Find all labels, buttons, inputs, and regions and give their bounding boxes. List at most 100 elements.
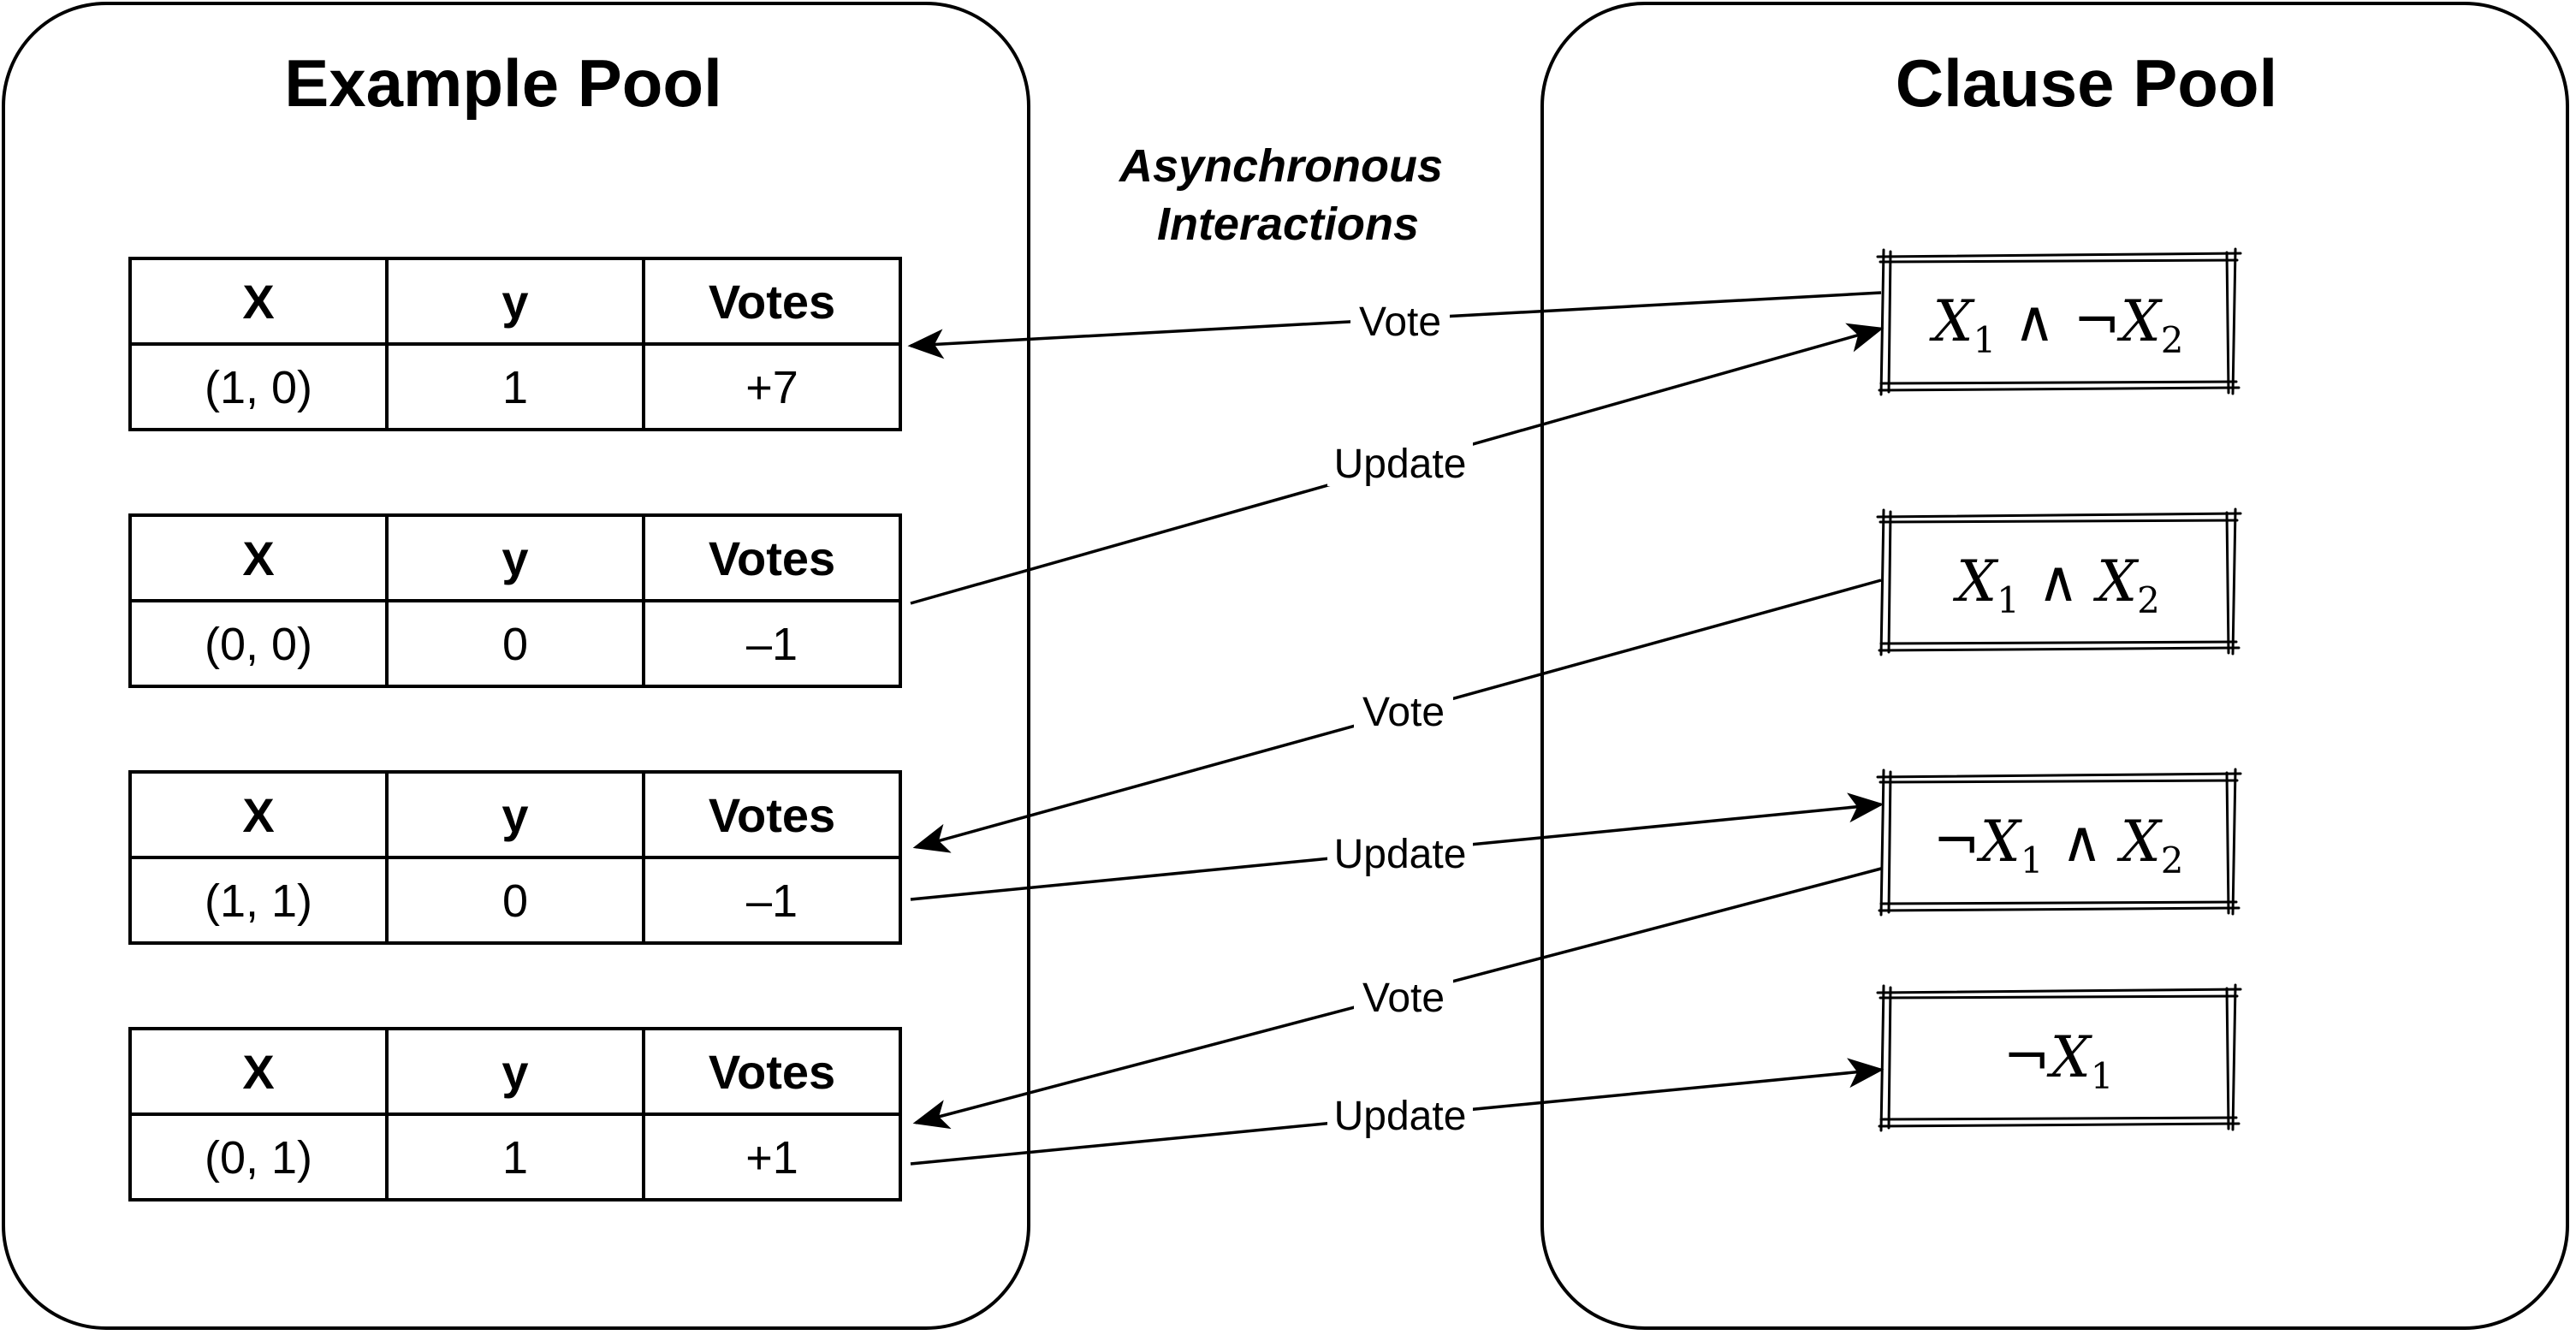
clause-box-stroke bbox=[1879, 258, 2239, 264]
clause-token-sub2: 2 bbox=[2161, 319, 2184, 361]
clause-token-sub1: 1 bbox=[1997, 579, 2020, 621]
edge-label: Vote bbox=[1362, 690, 1445, 735]
clause-box: ¬X1 ∧ X2 bbox=[1876, 768, 2242, 917]
clause-token-var1: X bbox=[2046, 1024, 2093, 1090]
table-cell-y: 1 bbox=[502, 362, 528, 413]
table-header-cell: y bbox=[502, 531, 528, 585]
clause-expression: ¬X1 ∧ X2 bbox=[1932, 809, 2183, 881]
clause-token-neg1: ¬ bbox=[2003, 1024, 2050, 1090]
clause-box-stroke bbox=[1887, 986, 1892, 1130]
edge-update: Update bbox=[910, 323, 1885, 605]
clause-pool-title: Clause Pool bbox=[1896, 45, 2277, 121]
table-header-cell: X bbox=[242, 1045, 274, 1099]
async-interactions-line2: Interactions bbox=[1157, 199, 1419, 250]
clause-token-var2: X bbox=[2116, 288, 2163, 354]
clause-box-stroke bbox=[1879, 248, 1885, 396]
edge-label-bg bbox=[1327, 1094, 1473, 1138]
async-interactions-line1: Asynchronous bbox=[1118, 140, 1443, 192]
example-table: X (1, 0) y 1 Votes +7 bbox=[128, 257, 902, 431]
edge-vote: Vote bbox=[912, 578, 1882, 853]
clause-expression: ¬X1 bbox=[2003, 1024, 2113, 1097]
clause-expression: X1 ∧ X2 bbox=[1952, 549, 2160, 621]
clause-box-stroke bbox=[1876, 772, 2242, 779]
clause-box-stroke bbox=[1887, 510, 1892, 654]
edge-label: Vote bbox=[1359, 300, 1441, 345]
edge-label: Update bbox=[1334, 442, 1467, 487]
clause-box-stroke bbox=[1878, 646, 2241, 652]
clause-box-stroke bbox=[1876, 512, 2242, 519]
clause-box-stroke bbox=[1879, 508, 1885, 656]
clause-box-stroke bbox=[2225, 771, 2230, 915]
edge-label: Update bbox=[1334, 1094, 1467, 1139]
clause-box-stroke bbox=[1879, 779, 2239, 784]
clause-token-op: ∧ bbox=[2020, 549, 2097, 614]
clause-box-stroke bbox=[1879, 994, 2239, 1000]
table-cell-x: (0, 1) bbox=[205, 1132, 312, 1184]
table-header-cell: y bbox=[502, 788, 528, 842]
clause-token-sub1: 1 bbox=[1973, 319, 1996, 361]
clause-box-stroke bbox=[1887, 250, 1892, 394]
clause-box-stroke bbox=[1876, 988, 2242, 994]
clause-box-stroke bbox=[2225, 511, 2230, 655]
clause-box-stroke bbox=[1879, 380, 2238, 385]
table-header-cell: y bbox=[502, 275, 528, 329]
edge-label-bg bbox=[1350, 300, 1450, 344]
table-header-cell: X bbox=[242, 531, 274, 585]
clause-token-neg2: ¬ bbox=[2073, 288, 2120, 354]
clause-pool-container bbox=[1540, 2, 2569, 1330]
clause-box-fill bbox=[1883, 991, 2234, 1124]
clause-box-stroke bbox=[1879, 900, 2238, 905]
clause-box-stroke bbox=[1879, 519, 2239, 524]
clause-token-var2: X bbox=[2092, 549, 2140, 614]
table-cell-x: (1, 0) bbox=[205, 362, 312, 413]
table-cell-y: 0 bbox=[502, 619, 528, 670]
table-cell-y: 1 bbox=[502, 1132, 528, 1184]
clause-box-stroke bbox=[2231, 507, 2237, 656]
clause-box-fill bbox=[1883, 515, 2234, 649]
clause-token-var1: X bbox=[1928, 288, 1975, 354]
clause-token-sub1: 1 bbox=[2021, 840, 2044, 881]
clause-box: X1 ∧ X2 bbox=[1876, 507, 2242, 656]
clause-box: ¬X1 bbox=[1876, 983, 2242, 1132]
edge-vote: Vote bbox=[912, 867, 1882, 1130]
table-cell-votes: +7 bbox=[745, 362, 798, 413]
clause-box-fill bbox=[1883, 775, 2234, 909]
clause-box-stroke bbox=[1878, 1122, 2241, 1128]
edge-update: Update bbox=[910, 1058, 1885, 1166]
table-header-cell: Votes bbox=[709, 275, 835, 329]
edge-label-bg bbox=[1327, 832, 1473, 876]
clause-box-stroke bbox=[1878, 386, 2241, 392]
clause-token-var2: X bbox=[2116, 809, 2163, 875]
clause-token-neg1: ¬ bbox=[1932, 809, 1979, 875]
clause-box-stroke bbox=[2231, 768, 2237, 916]
clause-box-stroke bbox=[1887, 770, 1892, 914]
clause-box-stroke bbox=[1879, 1116, 2238, 1121]
clause-token-var1: X bbox=[1976, 809, 2023, 875]
clause-box-stroke bbox=[2231, 983, 2237, 1131]
clause-box-stroke bbox=[2225, 251, 2230, 395]
table-header-cell: X bbox=[242, 275, 274, 329]
clause-token-op: ∧ bbox=[2044, 809, 2121, 875]
clause-token-sub2: 2 bbox=[2161, 840, 2184, 881]
edge-update: Update bbox=[910, 792, 1885, 901]
clause-box: X1 ∧ ¬X2 bbox=[1876, 247, 2242, 396]
edge-label: Vote bbox=[1362, 976, 1445, 1021]
edge-label-bg bbox=[1354, 690, 1453, 734]
clause-box-stroke bbox=[2231, 247, 2237, 395]
clause-box-stroke bbox=[1879, 640, 2238, 645]
example-pool-title: Example Pool bbox=[284, 45, 722, 121]
table-header-cell: X bbox=[242, 788, 274, 842]
table-cell-x: (1, 1) bbox=[205, 875, 312, 927]
table-header-cell: Votes bbox=[709, 531, 835, 585]
edge-label-bg bbox=[1327, 442, 1473, 486]
clause-token-sub2: 2 bbox=[2137, 579, 2160, 621]
table-header-cell: y bbox=[502, 1045, 528, 1099]
edge-vote: Vote bbox=[907, 291, 1882, 359]
clause-box-stroke bbox=[2225, 987, 2230, 1130]
